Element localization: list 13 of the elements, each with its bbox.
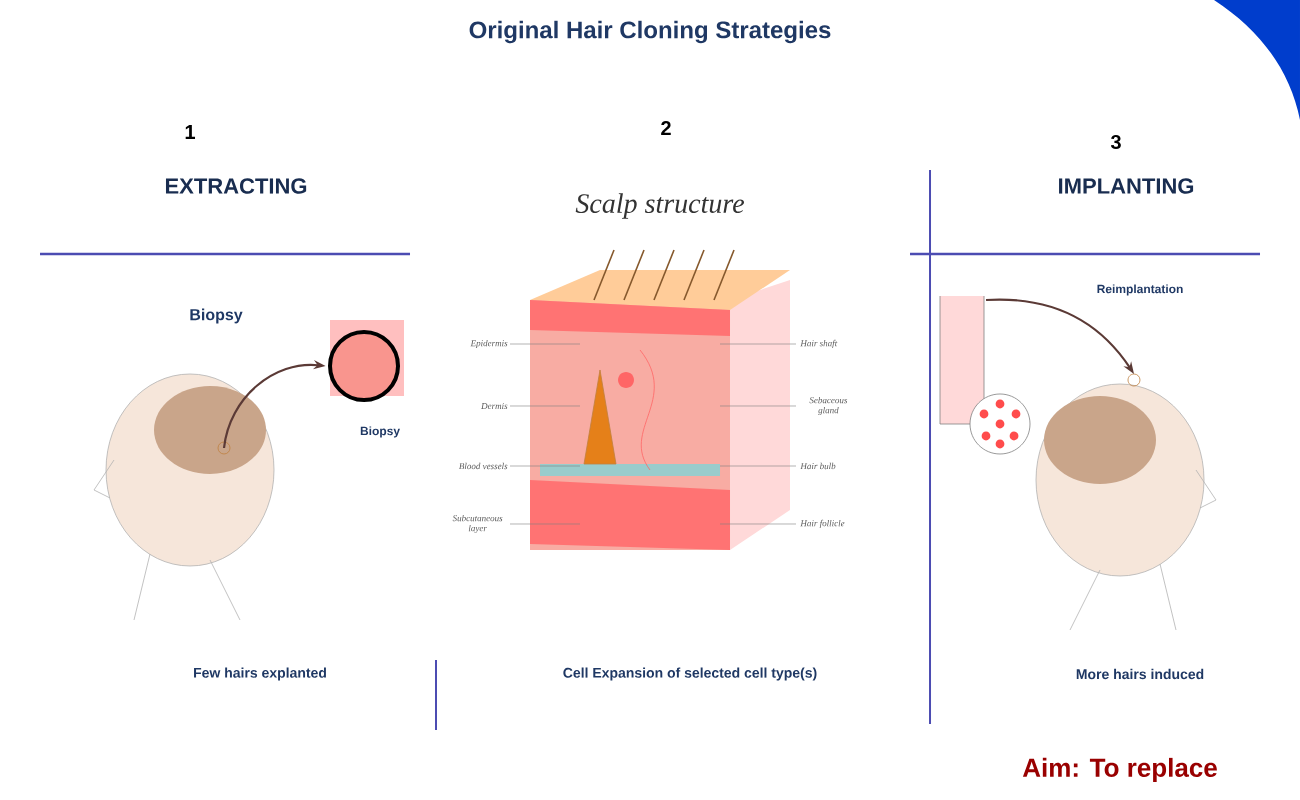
- step-number: 2: [661, 121, 671, 135]
- head-drawing: [1035, 373, 1217, 631]
- step-heading: IMPLANTING: [1059, 178, 1194, 194]
- step-heading: Scalp structure: [575, 193, 744, 219]
- test-tube-drawing: [939, 295, 1031, 455]
- text-label: Biopsy: [190, 308, 243, 324]
- text-label: Aim: To replace: [1022, 757, 1217, 783]
- step-number: 3: [1110, 134, 1121, 150]
- head-drawing: [93, 373, 275, 621]
- step-heading: EXTRACTING: [166, 178, 307, 194]
- step-number: 1: [185, 125, 195, 139]
- biopsy-drawing: [328, 320, 404, 402]
- title: Original Hair Cloning Strategies: [469, 20, 831, 44]
